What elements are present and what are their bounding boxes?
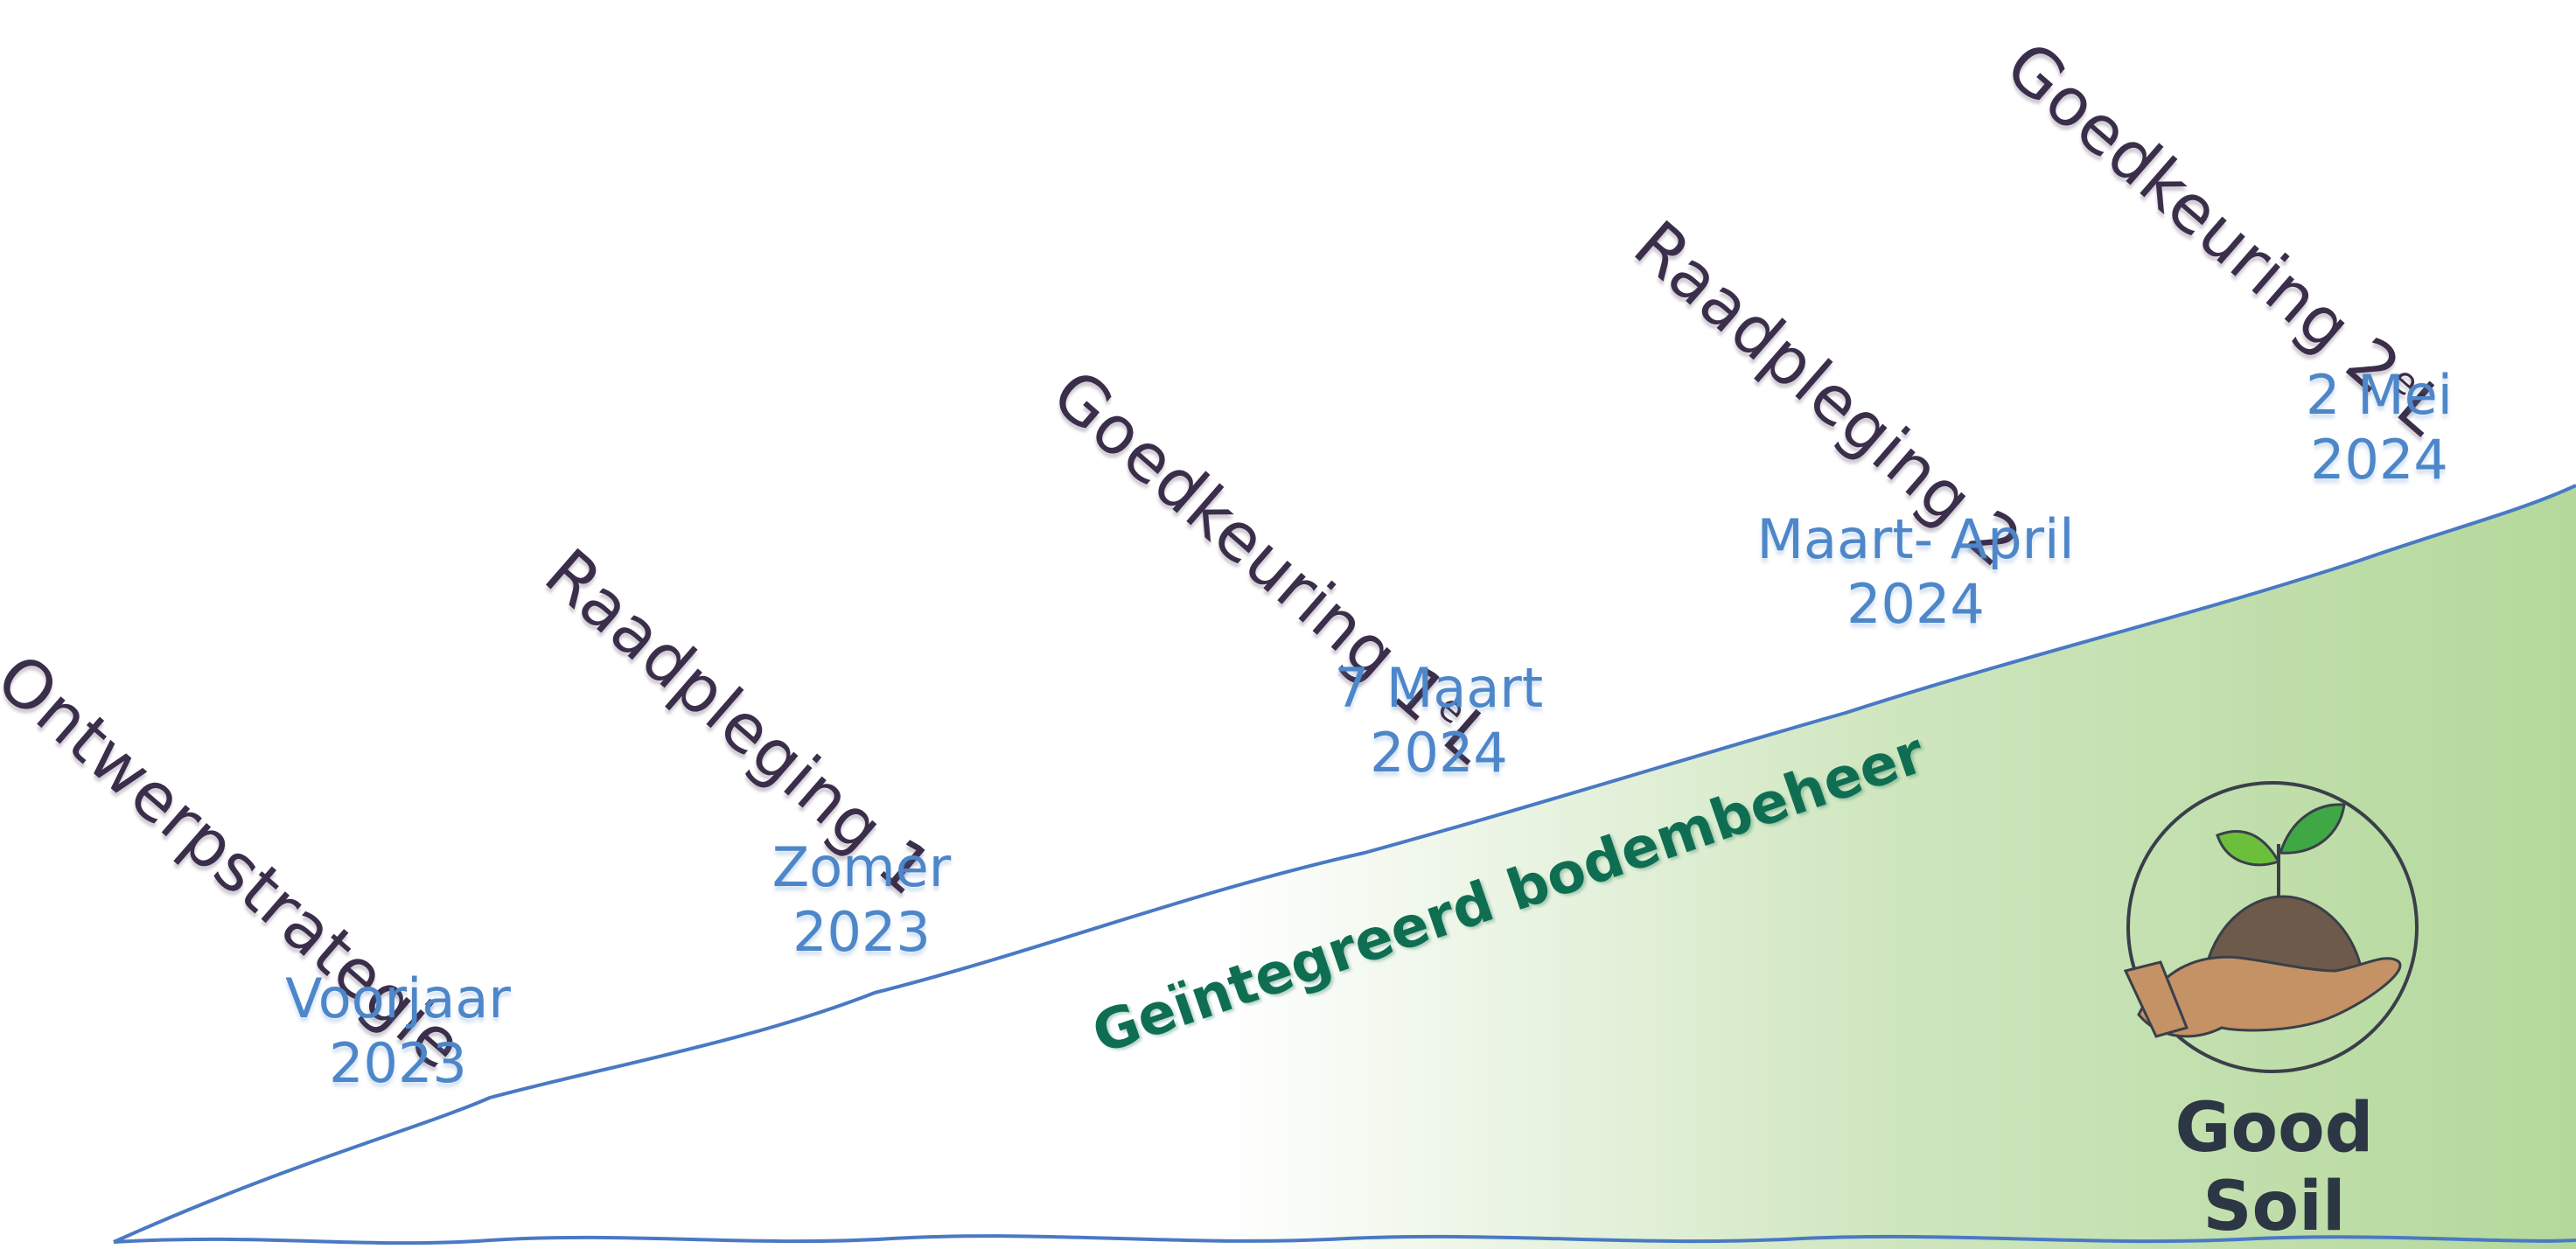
milestone-date-4: Maart- April 2024 xyxy=(1723,507,2108,637)
date-line-1: 7 Maart xyxy=(1334,656,1544,720)
logo-circle xyxy=(2126,781,2419,1073)
milestone-date-3: 7 Maart 2024 xyxy=(1290,656,1588,785)
seedling-in-hand-icon xyxy=(2123,803,2402,1038)
date-line-1: Maart- April xyxy=(1756,507,2075,571)
logo-name: Good Soil xyxy=(2175,1089,2374,1246)
progress-slope xyxy=(114,485,2576,1249)
date-line-2: 2024 xyxy=(1370,721,1508,785)
date-line-1: Voorjaar xyxy=(285,966,511,1030)
date-line-2: 2024 xyxy=(1846,572,1985,636)
milestone-date-2: Zomer 2023 xyxy=(735,835,988,965)
date-line-1: 2 Mei xyxy=(2305,363,2454,427)
date-line-1: Zomer xyxy=(771,835,952,899)
good-soil-logo xyxy=(2123,781,2419,1073)
date-line-2: 2023 xyxy=(792,900,931,964)
milestone-date-1: Voorjaar 2023 xyxy=(262,966,534,1096)
slope-line xyxy=(113,484,2576,1244)
milestone-date-5: 2 Mei 2024 xyxy=(2265,363,2493,492)
date-line-2: 2023 xyxy=(329,1031,467,1095)
date-line-2: 2024 xyxy=(2310,428,2448,492)
baseline-line xyxy=(113,1234,2576,1246)
